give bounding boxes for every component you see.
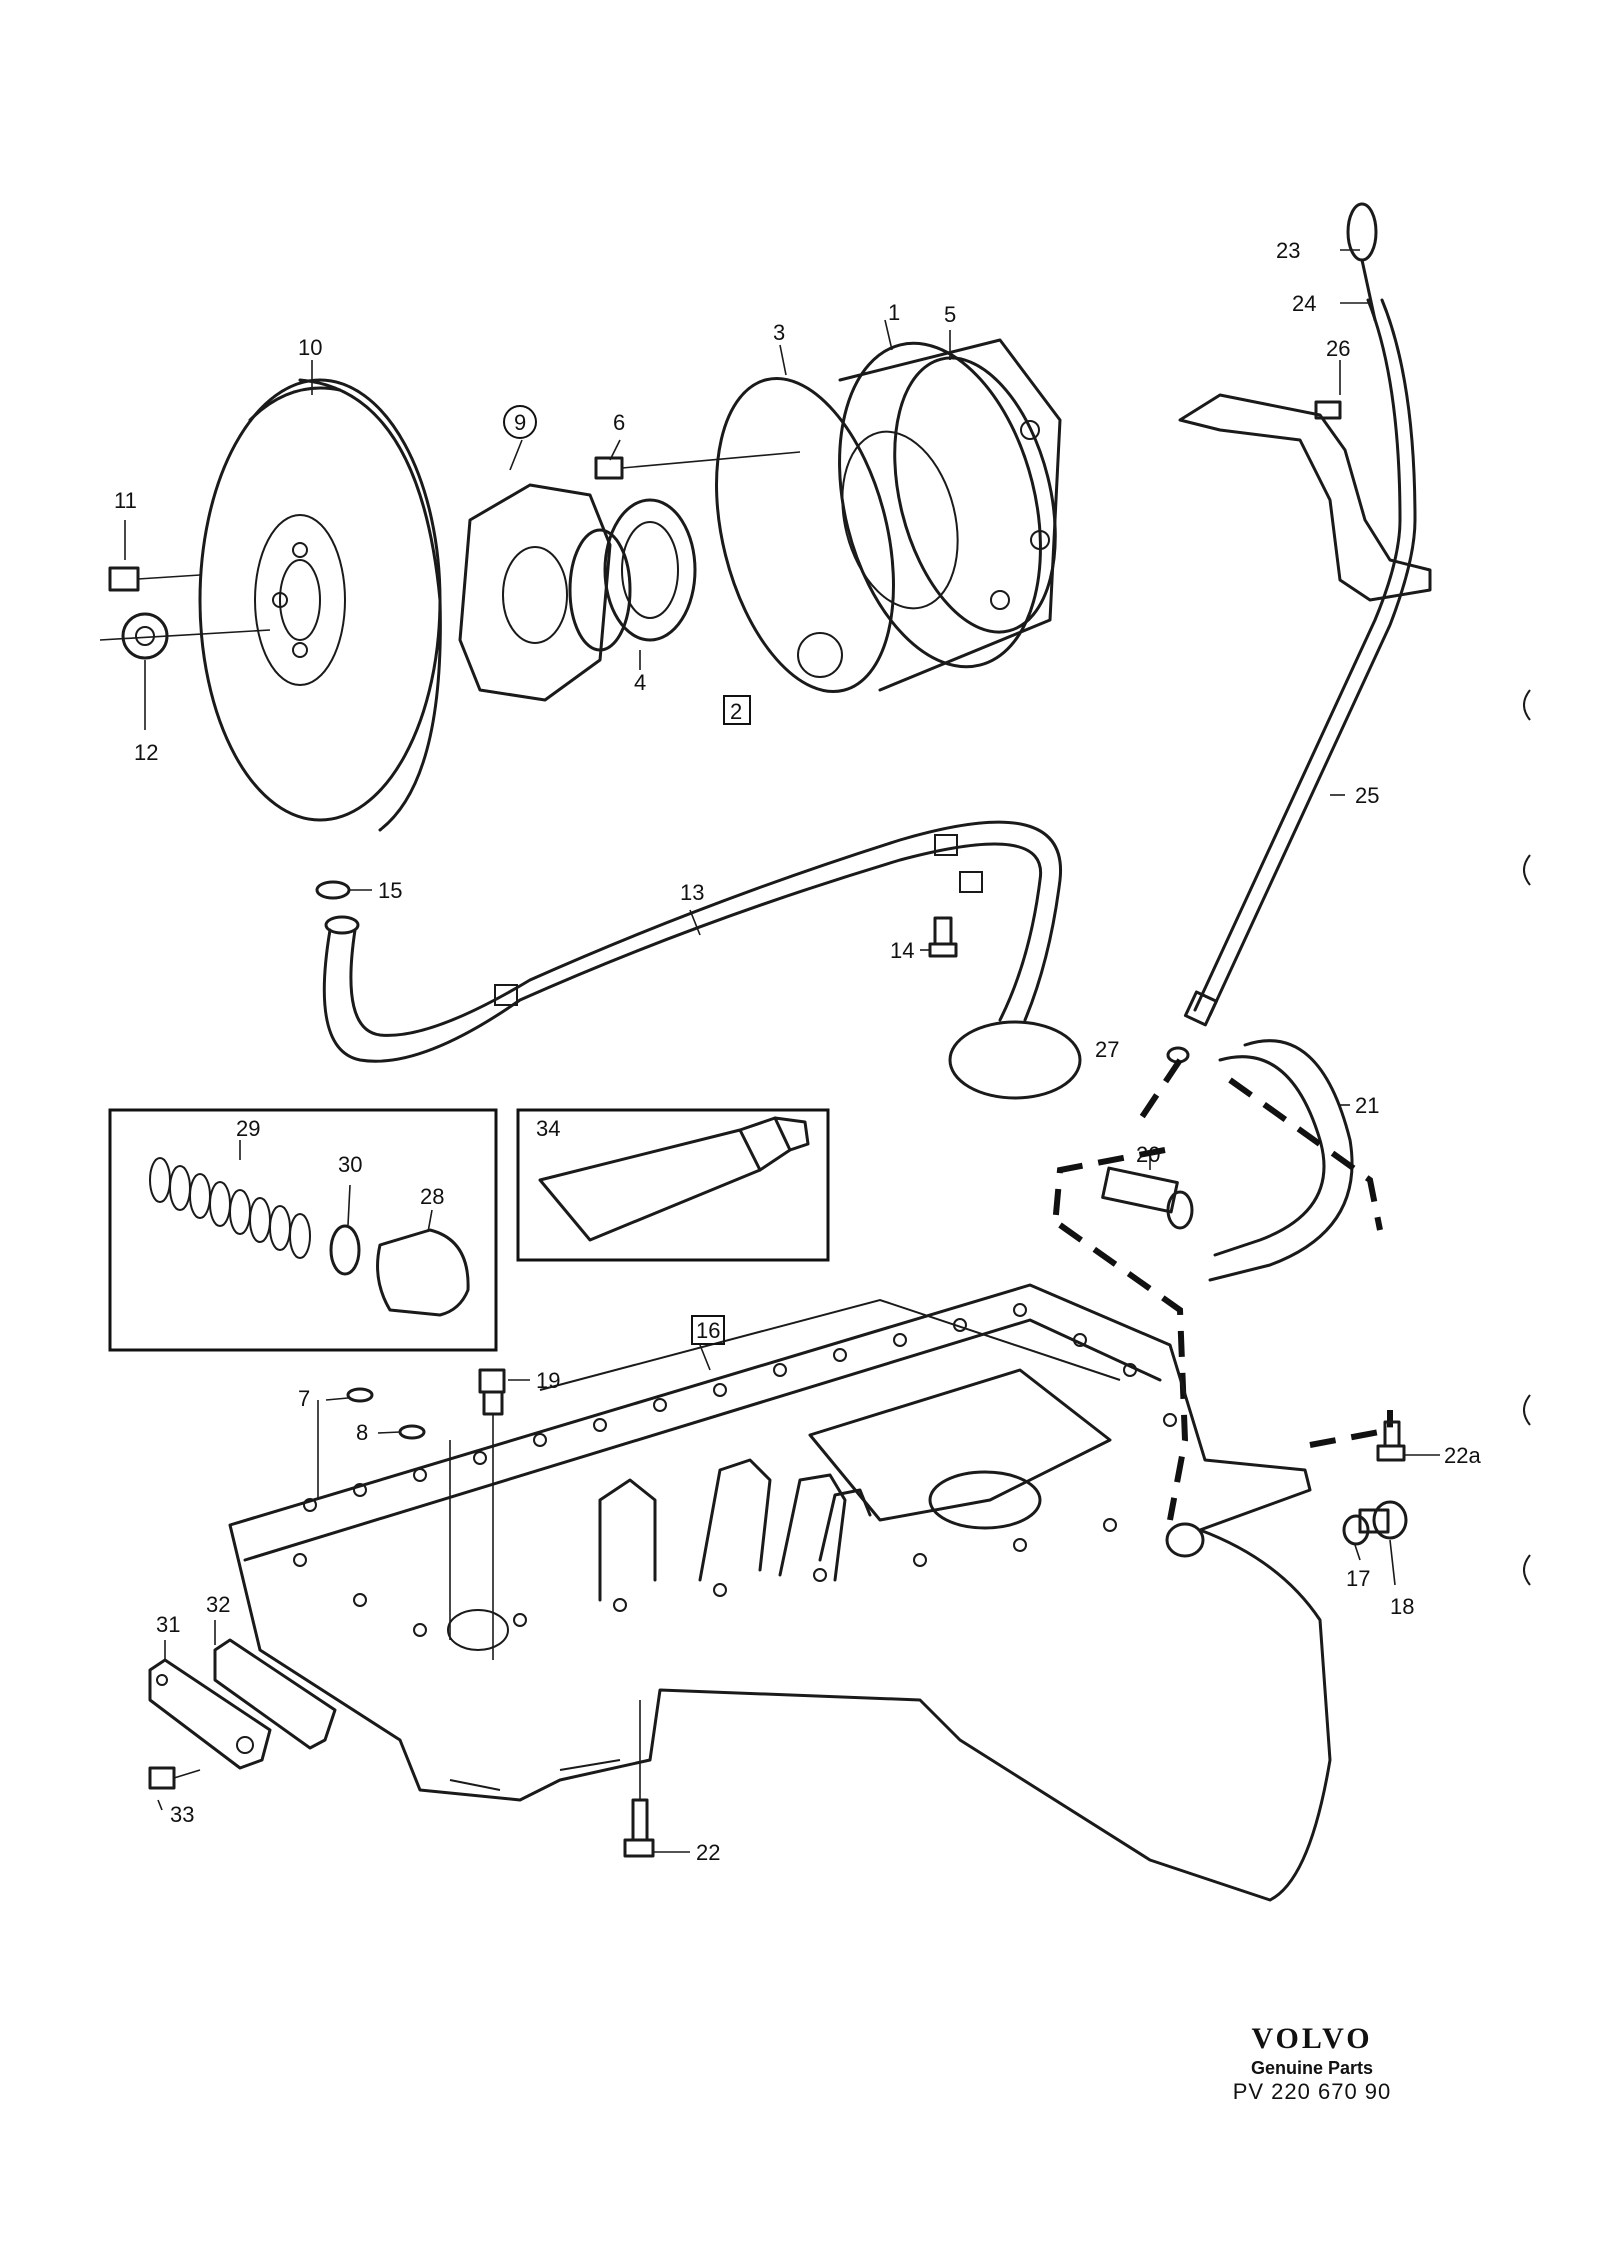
plug-28-part bbox=[376, 1228, 470, 1317]
flywheel-part bbox=[198, 378, 442, 832]
diagram-code: PV 220 670 90 bbox=[1232, 2079, 1392, 2104]
label-12: 12 bbox=[134, 740, 158, 765]
washer-8-part bbox=[398, 1424, 451, 1640]
label-25: 25 bbox=[1355, 783, 1379, 808]
label-14: 14 bbox=[890, 938, 914, 963]
label-13: 13 bbox=[680, 880, 704, 905]
dipstick-part bbox=[1183, 202, 1417, 1027]
label-21: 21 bbox=[1355, 1093, 1379, 1118]
bolt-6-part bbox=[594, 451, 801, 480]
adapter-20-part bbox=[1101, 1166, 1194, 1230]
label-3: 3 bbox=[773, 320, 785, 345]
dashed-routing-line bbox=[1052, 1058, 1393, 1521]
label-15: 15 bbox=[378, 878, 402, 903]
plug-19-part bbox=[478, 1368, 506, 1660]
label-4: 4 bbox=[634, 670, 646, 695]
ref-box-16 bbox=[691, 1315, 725, 1345]
spring-kit-box bbox=[108, 1108, 498, 1352]
label-18: 18 bbox=[1390, 1594, 1414, 1619]
pan-bolt-holes bbox=[293, 1303, 1177, 1637]
label-16: 16 bbox=[696, 1318, 720, 1343]
label-5: 5 bbox=[944, 302, 956, 327]
pump-housing-part bbox=[797, 338, 1062, 692]
spring-29-part bbox=[149, 1157, 311, 1259]
bolt-22a-part bbox=[1376, 1420, 1406, 1462]
label-31: 31 bbox=[156, 1612, 180, 1637]
label-17: 17 bbox=[1346, 1566, 1370, 1591]
sealant-box bbox=[516, 1108, 830, 1262]
pump-gear-part bbox=[458, 483, 632, 702]
label-30: 30 bbox=[338, 1152, 362, 1177]
genuine-parts-text: Genuine Parts bbox=[1250, 2058, 1374, 2078]
drain-plug-18-part bbox=[1358, 1500, 1408, 1540]
bolt-33-part bbox=[148, 1766, 201, 1790]
label-28: 28 bbox=[420, 1184, 444, 1209]
label-9: 9 bbox=[514, 410, 526, 435]
ref-circle-9 bbox=[503, 405, 537, 439]
pickup-tube-part bbox=[322, 820, 1082, 1100]
washer-7-part bbox=[317, 1387, 374, 1500]
ring-30-part bbox=[329, 1224, 361, 1276]
label-7: 7 bbox=[298, 1386, 310, 1411]
volvo-logo: VOLVO bbox=[1251, 2022, 1373, 2055]
label-26: 26 bbox=[1326, 336, 1350, 361]
oil-pan-part bbox=[228, 1283, 1332, 1902]
gasket-32-part bbox=[213, 1638, 337, 1750]
bolt-11-part bbox=[108, 566, 201, 592]
label-33: 33 bbox=[170, 1802, 194, 1827]
bracket-26-part bbox=[1178, 393, 1432, 602]
label-32: 32 bbox=[206, 1592, 230, 1617]
label-11: 11 bbox=[114, 488, 137, 513]
label-20: 20 bbox=[1136, 1142, 1160, 1167]
hose-21-part bbox=[1208, 1039, 1354, 1282]
label-27: 27 bbox=[1095, 1037, 1119, 1062]
label-2: 2 bbox=[730, 699, 742, 724]
sealant-tube-34-part bbox=[538, 1128, 762, 1242]
seal-4-part bbox=[603, 498, 697, 642]
part-labels: 1 2 3 4 5 6 7 8 9 10 11 12 13 14 15 16 1… bbox=[114, 238, 1481, 1865]
nut-12-part bbox=[99, 612, 271, 660]
brand-block: VOLVO Genuine Parts PV 220 670 90 bbox=[1212, 2022, 1412, 2105]
bolt-14-part bbox=[928, 916, 958, 958]
label-24: 24 bbox=[1292, 291, 1316, 316]
label-8: 8 bbox=[356, 1420, 368, 1445]
washer-15-part bbox=[315, 880, 351, 900]
cover-31-part bbox=[148, 1658, 272, 1770]
label-23: 23 bbox=[1276, 238, 1300, 263]
label-19: 19 bbox=[536, 1368, 560, 1393]
label-22: 22 bbox=[696, 1840, 720, 1865]
margin-marks bbox=[1523, 689, 1531, 1586]
washer-17-part bbox=[1342, 1514, 1370, 1546]
bolt-22-part bbox=[623, 1700, 655, 1858]
label-6: 6 bbox=[613, 410, 625, 435]
label-22a: 22a bbox=[1444, 1443, 1481, 1468]
label-34: 34 bbox=[536, 1116, 560, 1141]
label-1: 1 bbox=[888, 300, 900, 325]
ref-box-2 bbox=[723, 695, 751, 725]
leader-lines bbox=[124, 249, 1440, 1853]
gasket-3-part bbox=[715, 376, 895, 694]
label-10: 10 bbox=[298, 335, 322, 360]
label-29: 29 bbox=[236, 1116, 260, 1141]
